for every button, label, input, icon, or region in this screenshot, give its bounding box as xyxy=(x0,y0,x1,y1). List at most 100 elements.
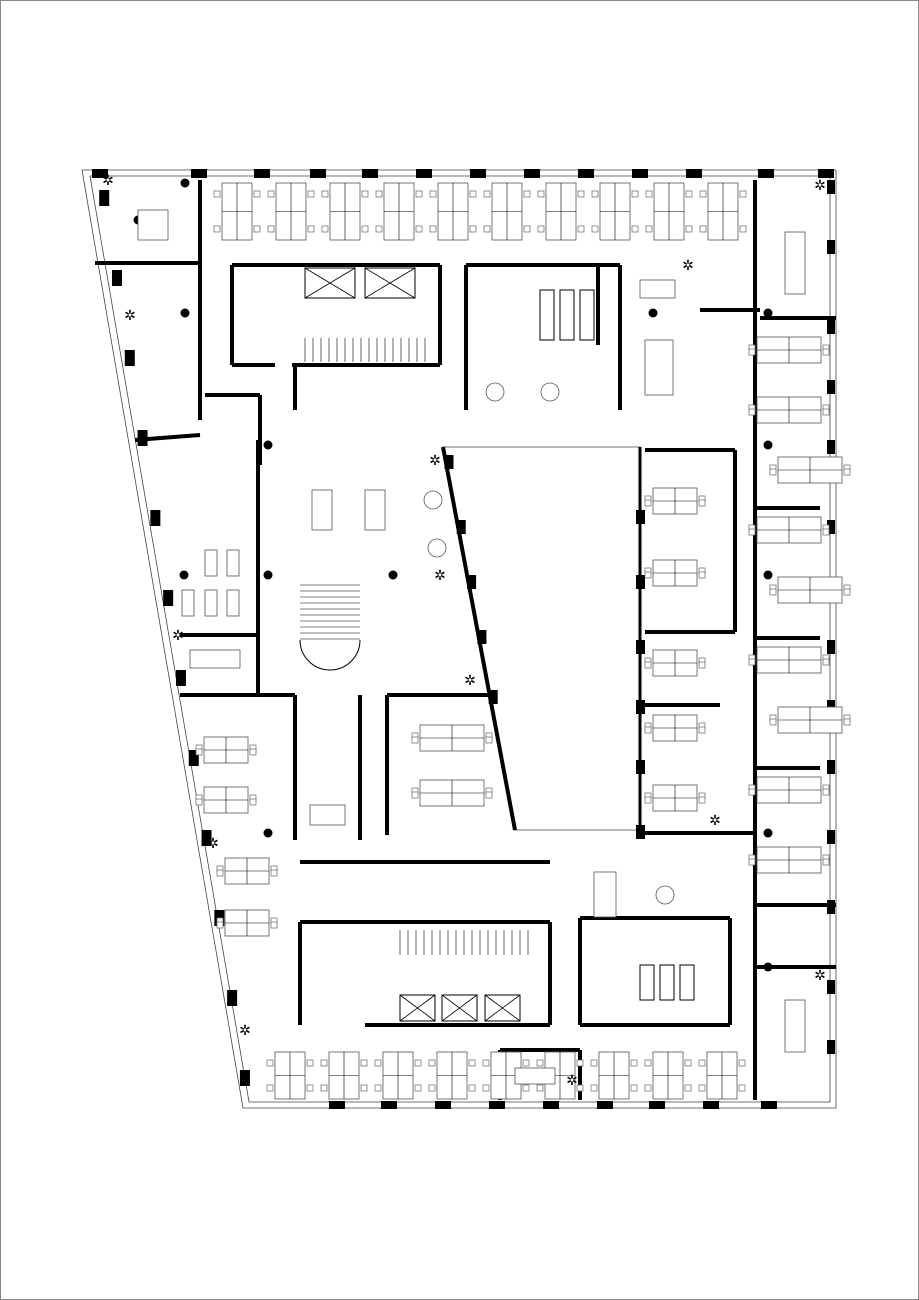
chair-icon xyxy=(522,1059,530,1067)
bench xyxy=(181,589,195,617)
elevator-icon xyxy=(399,994,436,1022)
chair-icon xyxy=(213,225,221,233)
chair-icon xyxy=(698,726,706,734)
column-icon xyxy=(467,575,477,589)
meeting-table xyxy=(784,999,806,1053)
column-icon xyxy=(201,830,212,846)
column-icon xyxy=(227,990,238,1006)
column-icon xyxy=(827,1040,835,1054)
chair-icon xyxy=(270,921,278,929)
chair-icon xyxy=(699,190,707,198)
column-icon xyxy=(758,169,774,178)
bench xyxy=(226,549,240,577)
chair-icon xyxy=(375,190,383,198)
chair-icon xyxy=(644,499,652,507)
furniture xyxy=(137,182,851,1100)
chair-icon xyxy=(630,1084,638,1092)
plant-icon: ✲ xyxy=(207,836,219,852)
column-icon xyxy=(254,169,270,178)
chair-icon xyxy=(631,225,639,233)
meeting-table xyxy=(311,489,333,531)
meeting-table xyxy=(593,871,617,918)
chair-icon xyxy=(822,858,830,866)
toilet-stall xyxy=(679,964,695,1001)
bench xyxy=(226,589,240,617)
chair-icon xyxy=(644,726,652,734)
plant-icon: ✲ xyxy=(464,673,476,689)
chair-icon xyxy=(361,225,369,233)
chair-icon xyxy=(266,1084,274,1092)
chair-icon xyxy=(468,1059,476,1067)
column-icon xyxy=(636,700,645,714)
chair-icon xyxy=(320,1059,328,1067)
column-icon xyxy=(578,169,594,178)
column-icon xyxy=(99,190,110,206)
meeting-table xyxy=(364,489,386,531)
round-table xyxy=(655,885,675,905)
bench xyxy=(204,549,218,577)
round-column xyxy=(180,178,190,188)
chair-icon xyxy=(523,225,531,233)
chair-icon xyxy=(843,588,851,596)
column-icon xyxy=(92,169,108,178)
column-icon xyxy=(381,1101,397,1109)
toilet-stall xyxy=(639,964,655,1001)
chair-icon xyxy=(748,348,756,356)
chair-icon xyxy=(748,528,756,536)
column-icon xyxy=(827,180,835,194)
column-icon xyxy=(818,169,834,178)
round-column xyxy=(763,570,773,580)
chair-icon xyxy=(630,1059,638,1067)
chair-icon xyxy=(414,1059,422,1067)
meeting-table xyxy=(784,231,806,295)
column-icon xyxy=(416,169,432,178)
chair-icon xyxy=(213,190,221,198)
chair-icon xyxy=(822,658,830,666)
elevator-cross xyxy=(484,994,521,1022)
plant-icon: ✲ xyxy=(172,628,184,644)
spiral-stair xyxy=(299,639,361,671)
chair-icon xyxy=(414,1084,422,1092)
plant-icon: ✲ xyxy=(124,308,136,324)
column-icon xyxy=(827,980,835,994)
chair-icon xyxy=(698,499,706,507)
chair-icon xyxy=(485,736,493,744)
chair-icon xyxy=(482,1084,490,1092)
service-cores xyxy=(299,267,695,1022)
chair-icon xyxy=(577,225,585,233)
chair-icon xyxy=(249,748,257,756)
column-icon xyxy=(489,1101,505,1109)
round-column xyxy=(263,828,273,838)
chair-icon xyxy=(769,468,777,476)
chair-icon xyxy=(645,190,653,198)
chair-icon xyxy=(429,190,437,198)
column-icon xyxy=(524,169,540,178)
chair-icon xyxy=(375,225,383,233)
chair-icon xyxy=(468,1084,476,1092)
chair-icon xyxy=(360,1084,368,1092)
column-icon xyxy=(827,240,835,254)
chair-icon xyxy=(253,190,261,198)
chair-icon xyxy=(698,796,706,804)
chair-icon xyxy=(216,921,224,929)
chair-icon xyxy=(216,869,224,877)
chair-icon xyxy=(411,791,419,799)
chair-icon xyxy=(685,225,693,233)
chair-icon xyxy=(645,225,653,233)
column-icon xyxy=(488,690,498,704)
chair-icon xyxy=(591,190,599,198)
chair-icon xyxy=(748,788,756,796)
chair-icon xyxy=(698,571,706,579)
chair-icon xyxy=(415,225,423,233)
round-table xyxy=(427,538,447,558)
meeting-table xyxy=(644,339,674,396)
column-icon xyxy=(310,169,326,178)
chair-icon xyxy=(536,1084,544,1092)
chair-icon xyxy=(306,1059,314,1067)
round-table xyxy=(423,490,443,510)
chair-icon xyxy=(195,748,203,756)
chair-icon xyxy=(485,791,493,799)
chair-icon xyxy=(591,225,599,233)
chair-icon xyxy=(306,1084,314,1092)
chair-icon xyxy=(769,718,777,726)
